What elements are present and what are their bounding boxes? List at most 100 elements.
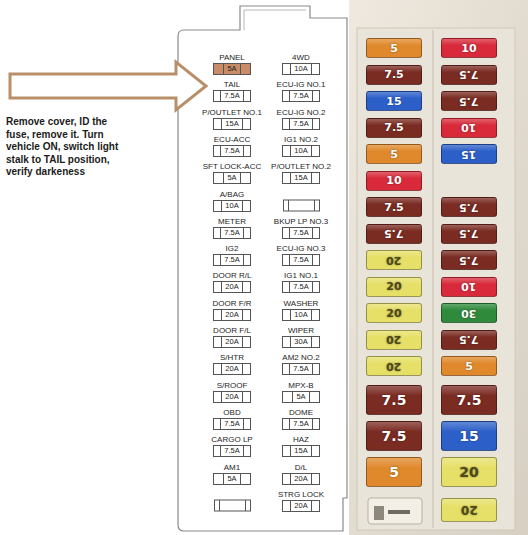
fuse-name: S/ROOF xyxy=(217,381,248,391)
fuse-rating: 5A xyxy=(223,64,240,74)
fuse-rating: 10A xyxy=(290,310,311,320)
fuse-box: 7.5A xyxy=(213,90,251,102)
fuse-rating: 20 xyxy=(386,307,401,320)
fuse-rating: 7.5 xyxy=(384,68,404,81)
fuse-slot: IG27.5A xyxy=(213,244,251,266)
fuse-slot: BKUP LP NO.37.5A xyxy=(274,217,328,239)
fuse-box: 7.5A xyxy=(282,90,320,102)
fuse-box: 7.5A xyxy=(213,254,251,266)
fuse-name: HAZ xyxy=(293,435,309,445)
fuse-name: CARGO LP xyxy=(211,435,252,445)
fuse: 15 xyxy=(441,144,497,164)
fuse-box: 7.5A xyxy=(282,418,320,430)
fuse-rating: 20 xyxy=(386,254,401,267)
fuse-slot: IG1 NO.210A xyxy=(282,135,320,157)
fuse-name: AM1 xyxy=(224,463,240,473)
fuse-slot: DOOR F/R20A xyxy=(212,299,251,321)
fuse-rating: 15A xyxy=(290,173,311,183)
fuse-rating: 7.5A xyxy=(220,255,243,265)
fuse-slot: IG1 NO.17.5A xyxy=(282,271,320,293)
fuse: 5 xyxy=(366,144,422,164)
fuse-rating: 15 xyxy=(461,148,476,161)
fuse-name: IG2 xyxy=(226,244,239,254)
fuse: 10 xyxy=(441,277,497,297)
fuse-slot: DOOR R/L20A xyxy=(213,271,252,293)
fuse-rating: 7.5A xyxy=(289,255,312,265)
photo-ground xyxy=(349,0,528,535)
fuse-slot: DOOR F/L20A xyxy=(213,326,251,348)
fuse-box: 5A xyxy=(213,63,251,75)
cover-tab xyxy=(244,10,306,30)
fuse-rating: 10A xyxy=(221,201,242,211)
fuse-name: D/L xyxy=(295,463,307,473)
fuse-rating: 20 xyxy=(386,333,401,346)
fuse-rating: 30A xyxy=(290,337,311,347)
fuse-name: BKUP LP NO.3 xyxy=(274,217,328,227)
fuse-name: ECU-IG NO.3 xyxy=(277,244,326,254)
fuse: 7.5 xyxy=(441,224,497,244)
fuse-box: 15A xyxy=(282,445,320,457)
fuse-rating: 7.5A xyxy=(289,419,312,429)
fuse-slot: 4WD10A xyxy=(282,53,320,75)
fuse-box: 20A xyxy=(282,473,320,485)
fuse-name: DOME xyxy=(289,408,313,418)
fuse-rating: 7.5 xyxy=(459,227,479,240)
fuse-rating: 20 xyxy=(461,503,478,517)
fuse-rating: 5 xyxy=(465,360,473,373)
fuse-slot: ECU-IG NO.17.5A xyxy=(277,80,326,102)
fuse-slot: OBD7.5A xyxy=(213,408,251,430)
fuse: 20 xyxy=(366,277,422,297)
fuse-block-divider xyxy=(432,30,434,528)
fuse-name: STRG LOCK xyxy=(278,490,324,500)
fuse-rating: 10 xyxy=(461,121,476,134)
fuse-slot: CARGO LP7.5A xyxy=(211,435,252,457)
fuse-slot: STRG LOCK20A xyxy=(278,490,324,512)
fuse-box: 20A xyxy=(282,500,320,512)
fuse-rating: 7.5 xyxy=(459,254,479,267)
fuse-rating: 7.5 xyxy=(384,121,404,134)
fuse: 15 xyxy=(441,421,497,451)
fuse-name: WASHER xyxy=(284,299,319,309)
fuse-box: 30A xyxy=(282,336,320,348)
fuse-rating: 20A xyxy=(221,310,242,320)
fuse-box: 7.5A xyxy=(213,445,251,457)
fuse-block xyxy=(357,28,515,530)
fuse: 7.5 xyxy=(366,421,422,451)
fuse-box: 10A xyxy=(213,200,251,212)
fuse: 5 xyxy=(366,457,422,487)
fuse-name: IG1 NO.1 xyxy=(284,271,318,281)
fuse-slot: AM2 NO.27.5A xyxy=(282,353,320,375)
fuse: 10 xyxy=(366,171,422,191)
fuse-slot: ECU-IG NO.37.5A xyxy=(277,244,326,266)
fuse-rating: 7.5A xyxy=(289,228,312,238)
fuse-box: 15A xyxy=(213,118,251,130)
fuse: 20 xyxy=(366,330,422,350)
fuse: 7.5 xyxy=(366,65,422,85)
fuse-rating: 7.5 xyxy=(382,392,407,408)
fuse-box: 20A xyxy=(213,309,251,321)
fuse-slot: WIPER30A xyxy=(282,326,320,348)
fuse-rating: 20 xyxy=(459,464,478,480)
fuse: 7.5 xyxy=(441,65,497,85)
callout-arrow xyxy=(10,62,206,110)
fuse: 7.5 xyxy=(366,385,422,415)
fuse-slot: S/HTR20A xyxy=(213,353,251,375)
fuse-slot: DOME7.5A xyxy=(282,408,320,430)
fuse-slot: METER7.5A xyxy=(213,217,251,239)
fuse-slot: PANEL5A xyxy=(213,53,251,75)
fuse-rating: 5A xyxy=(223,173,240,183)
fuse: 7.5 xyxy=(366,197,422,217)
fuse-slot: ECU-ACC7.5A xyxy=(213,135,251,157)
fuse-slot: WASHER10A xyxy=(282,299,320,321)
fuse-rating: 20A xyxy=(221,282,242,292)
fuse-rating: 5 xyxy=(390,42,398,55)
fuse: 20 xyxy=(366,250,422,270)
fuse-name: DOOR R/L xyxy=(213,271,252,281)
fuse-rating: 15A xyxy=(290,446,311,456)
fuse: 7.5 xyxy=(441,385,497,415)
fuse: 7.5 xyxy=(366,224,422,244)
empty-slot xyxy=(284,200,320,211)
fuse-rating: 7.5 xyxy=(459,333,479,346)
fuse-box: 20A xyxy=(213,281,251,293)
fuse-box: 7.5A xyxy=(282,227,320,239)
